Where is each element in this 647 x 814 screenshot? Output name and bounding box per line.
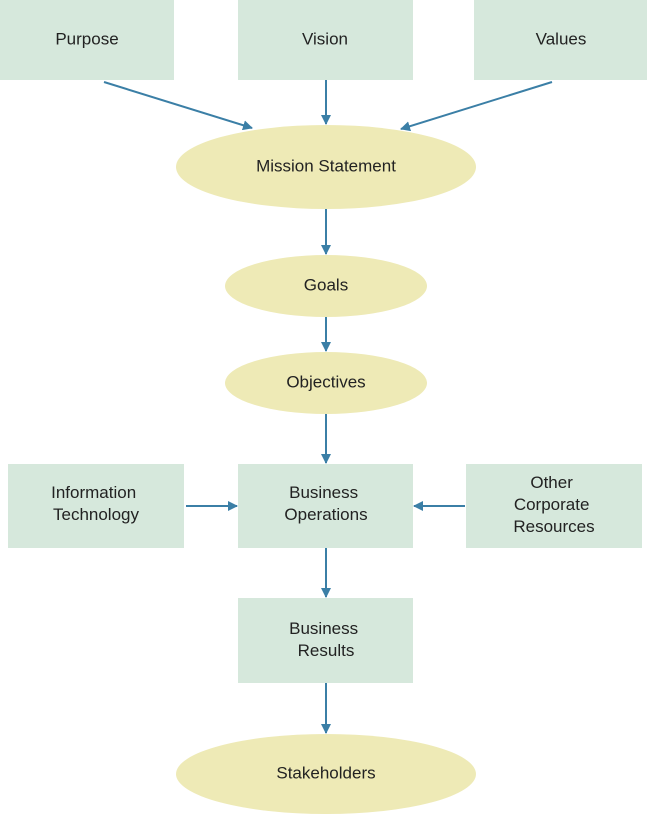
other-corporate-resources-line-1: Other <box>530 473 573 492</box>
other-corporate-resources-line-3: Resources <box>513 517 594 536</box>
information-technology-box: Information Technology <box>8 464 184 548</box>
business-operations-line-1: Business <box>289 483 358 502</box>
other-corporate-resources-label: Other Corporate Resources <box>513 473 594 536</box>
purpose-box: Purpose <box>0 0 174 80</box>
other-corporate-resources-line-2: Corporate <box>514 495 590 514</box>
business-results-line-2: Results <box>298 641 355 660</box>
business-operations-box: Business Operations <box>238 464 413 548</box>
information-technology-label: Information Technology <box>51 483 141 524</box>
mission-statement-ellipse: Mission Statement <box>176 125 476 209</box>
goals-ellipse: Goals <box>225 255 427 317</box>
stakeholders-label: Stakeholders <box>276 763 375 782</box>
objectives-ellipse: Objectives <box>225 352 427 414</box>
business-results-box: Business Results <box>238 598 413 683</box>
mission-statement-label: Mission Statement <box>256 156 396 175</box>
goals-label: Goals <box>304 275 348 294</box>
other-corporate-resources-box: Other Corporate Resources <box>466 464 642 548</box>
business-operations-label: Business Operations <box>284 483 367 524</box>
business-operations-line-2: Operations <box>284 505 367 524</box>
vision-label: Vision <box>302 29 348 48</box>
business-results-line-1: Business <box>289 619 358 638</box>
values-box: Values <box>474 0 647 80</box>
values-label: Values <box>536 29 587 48</box>
purpose-label: Purpose <box>55 29 118 48</box>
arrow-values-to-mission <box>400 81 553 132</box>
information-technology-line-1: Information <box>51 483 136 502</box>
information-technology-line-2: Technology <box>53 505 140 524</box>
vision-box: Vision <box>238 0 413 80</box>
stakeholders-ellipse: Stakeholders <box>176 734 476 814</box>
arrow-purpose-to-mission <box>103 81 253 131</box>
business-results-label: Business Results <box>289 619 363 660</box>
objectives-label: Objectives <box>286 372 365 391</box>
